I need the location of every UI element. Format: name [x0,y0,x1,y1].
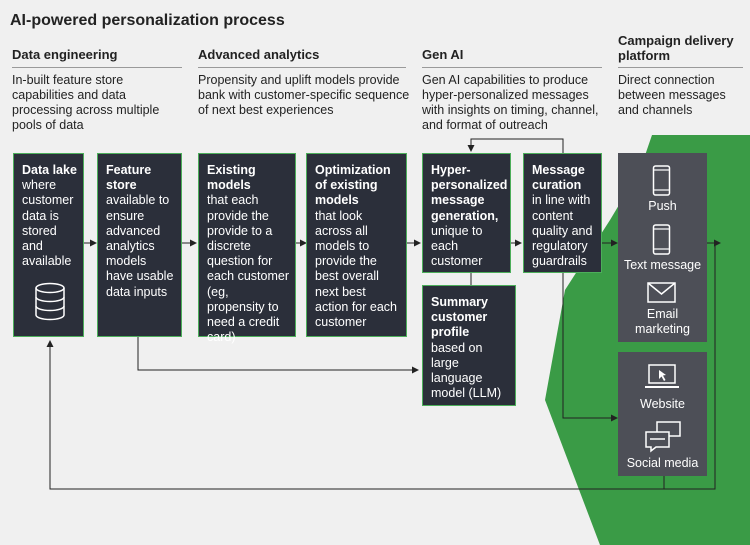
summary-profile-body: based on large language model (LLM) [431,340,502,401]
hyper-personalized-title: Hyper-personalized message generation, [431,163,508,223]
message-curation-title: Message curation [532,163,585,193]
optimization-body: that look across all models to provide t… [315,208,397,330]
chat-bubbles-icon [645,421,681,453]
col-heading-advanced-analytics: Advanced analytics [198,47,320,62]
channel-push: Push [648,199,677,213]
data-lake-box: Data lake where customer data is stored … [13,153,84,337]
channel-text-message: Text message [623,258,702,272]
summary-profile-title: Summary customer profile [431,295,488,340]
existing-models-title: Existing models [207,163,256,193]
optimization-title: Optimization of existing models [315,163,391,208]
phone-icon [652,224,671,255]
existing-models-body: that each provide the provide to a discr… [207,193,289,345]
channel-box-web: Website Social media [618,352,707,476]
laptop-icon [645,364,679,388]
divider [198,67,406,68]
feature-store-box: Feature store available to ensure advanc… [97,153,182,337]
col-desc-campaign-delivery: Direct connection between messages and c… [618,73,726,117]
phone-icon [652,165,671,196]
col-heading-data-engineering: Data engineering [12,47,118,62]
channel-social-media: Social media [626,456,699,470]
message-curation-body: in line with content quality and regulat… [532,193,593,269]
feature-store-body: available to ensure advanced analytics m… [106,193,174,299]
page-title: AI-powered personalization process [10,12,285,29]
optimization-box: Optimization of existing models that loo… [306,153,407,337]
divider [12,67,182,68]
col-desc-advanced-analytics: Propensity and uplift models provide ban… [198,73,410,117]
summary-profile-box: Summary customer profile based on large … [422,285,516,406]
col-desc-data-engineering: In-built feature store capabilities and … [12,73,160,132]
envelope-icon [647,282,676,303]
database-icon [35,282,65,321]
col-heading-gen-ai: Gen AI [422,47,464,62]
hyper-personalized-box: Hyper-personalized message generation, u… [422,153,511,273]
hyper-personalized-body: unique to each customer [431,223,483,269]
channel-website: Website [640,397,685,411]
existing-models-box: Existing models that each provide the pr… [198,153,296,344]
channel-email-marketing: Email marketing [635,307,690,336]
divider [422,67,602,68]
channel-box-direct: Push Text message Email marketing [618,153,707,342]
col-desc-gen-ai: Gen AI capabilities to produce hyper-per… [422,73,599,132]
data-lake-title: Data lake [22,163,77,177]
divider [618,67,743,68]
feature-store-title: Feature store [106,163,152,193]
col-heading-campaign-delivery: Campaign delivery platform [618,33,734,63]
message-curation-box: Message curation in line with content qu… [523,153,602,273]
data-lake-body: where customer data is stored and availa… [22,178,74,269]
